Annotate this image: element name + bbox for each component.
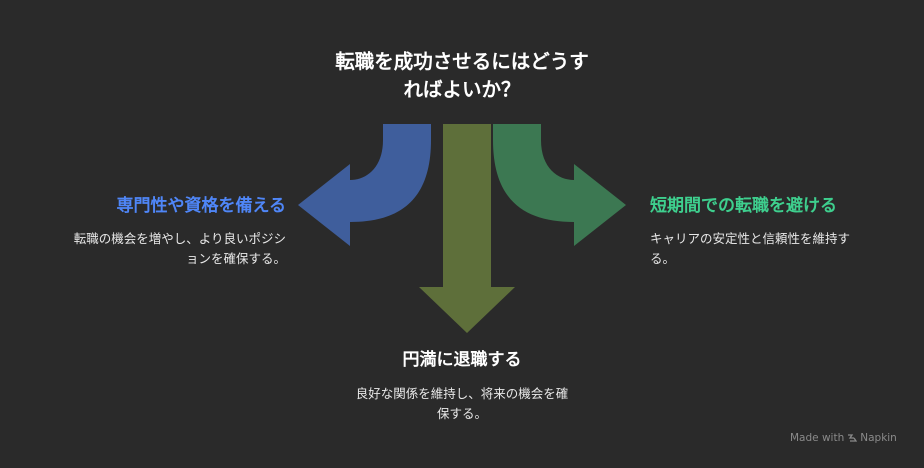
left-option-description: 転職の機会を増やし、より良いポジシ ョンを確保する。 — [74, 229, 286, 269]
left-option-heading: 専門性や資格を備える — [116, 196, 287, 216]
left-arrow — [298, 124, 431, 246]
napkin-credit[interactable]: Made with Napkin — [790, 432, 897, 444]
title-line-2: ればよいか？ — [403, 78, 521, 101]
left-desc-line-1: 転職の機会を増やし、より良いポジシ — [73, 231, 286, 246]
right-option-description: キャリアの安定性と信頼性を維持す る。 — [650, 229, 850, 269]
center-arrow — [419, 124, 515, 333]
right-desc-line-2: る。 — [650, 251, 676, 266]
bottom-desc-line-1: 良好な関係を維持し、将来の機会を確 — [355, 386, 569, 401]
title-line-1: 転職を成功させるにはどうす — [335, 50, 589, 73]
bottom-option-heading: 円満に退職する — [402, 350, 522, 370]
credit-prefix: Made with — [790, 432, 845, 444]
napkin-logo-icon — [848, 434, 858, 442]
bottom-desc-line-2: 保する。 — [436, 406, 487, 421]
bottom-option-description: 良好な関係を維持し、将来の機会を確 保する。 — [312, 384, 612, 424]
credit-brand: Napkin — [860, 432, 897, 444]
left-desc-line-2: ョンを確保する。 — [185, 251, 286, 266]
right-desc-line-1: キャリアの安定性と信頼性を維持す — [650, 231, 851, 246]
diagram-title: 転職を成功させるにはどうす ればよいか？ — [282, 48, 642, 104]
right-arrow — [493, 124, 626, 246]
right-option-heading: 短期間での転職を避ける — [650, 196, 837, 216]
